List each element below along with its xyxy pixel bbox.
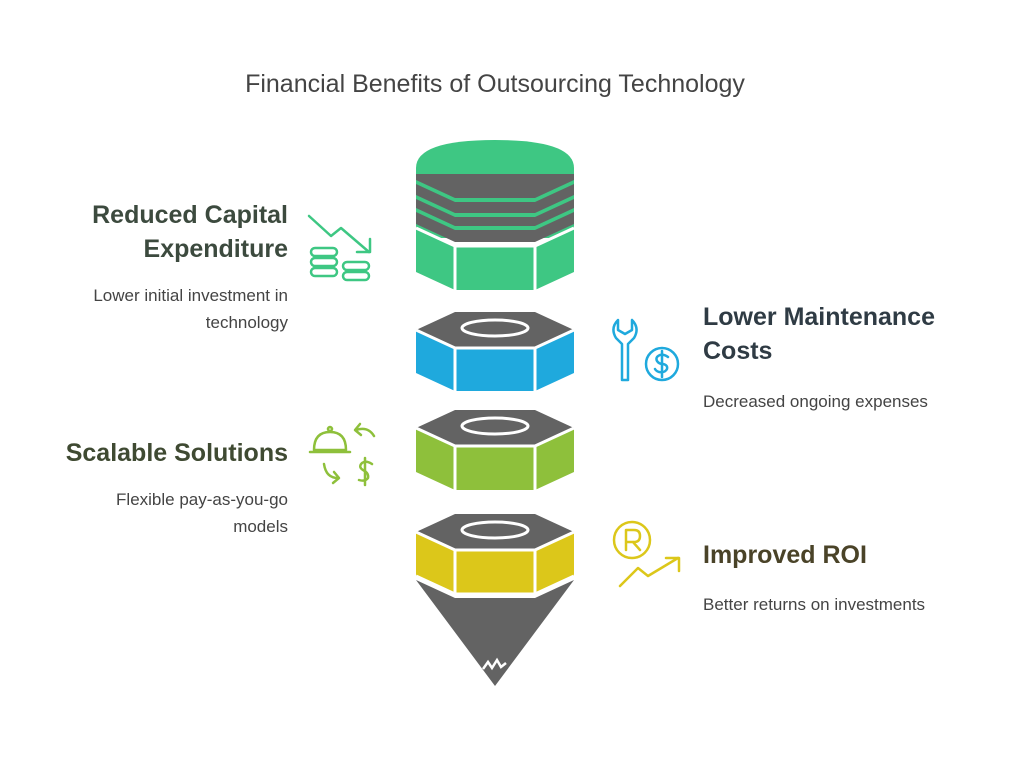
service-dollar-cycle-icon: [308, 422, 376, 487]
segment-blue: [415, 312, 575, 391]
item-3-desc-line2: models: [233, 517, 288, 536]
item-4-description: Better returns on investments: [703, 591, 925, 618]
item-1-desc-line2: technology: [205, 313, 288, 332]
item-3-desc-line1: Flexible pay-as-you-go: [116, 490, 288, 509]
item-2-heading-line1: Lower Maintenance: [703, 303, 935, 331]
item-1-description: Lower initial investment in technology: [93, 282, 288, 336]
item-1-heading-line2: Expenditure: [143, 235, 288, 263]
segment-green: [415, 140, 575, 290]
item-4-desc-line1: Better returns on investments: [703, 595, 926, 614]
item-2-desc-line1: Decreased ongoing expenses: [703, 392, 928, 411]
pencil-tip: [416, 580, 574, 686]
item-3-description: Flexible pay-as-you-go models: [116, 486, 288, 540]
item-2-description: Decreased ongoing expenses: [703, 388, 928, 415]
coins-down-trend-icon: [307, 214, 372, 282]
rupee-growth-icon: [612, 520, 681, 588]
wrench-dollar-icon: [612, 318, 680, 382]
item-2-heading-line2: Costs: [703, 337, 773, 365]
item-4-heading: Improved ROI: [703, 538, 867, 572]
item-1-heading-line1: Reduced Capital: [92, 201, 288, 229]
item-4-heading-line1: Improved ROI: [703, 541, 867, 569]
item-3-heading-line1: Scalable Solutions: [65, 439, 288, 467]
segment-yellow: [415, 514, 575, 596]
item-1-heading: Reduced Capital Expenditure: [92, 198, 288, 266]
page-title: Financial Benefits of Outsourcing Techno…: [245, 70, 745, 98]
segment-lime: [415, 410, 575, 490]
item-3-heading: Scalable Solutions: [66, 436, 288, 470]
item-2-heading: Lower Maintenance Costs: [703, 300, 935, 368]
item-1-desc-line1: Lower initial investment in: [93, 286, 288, 305]
